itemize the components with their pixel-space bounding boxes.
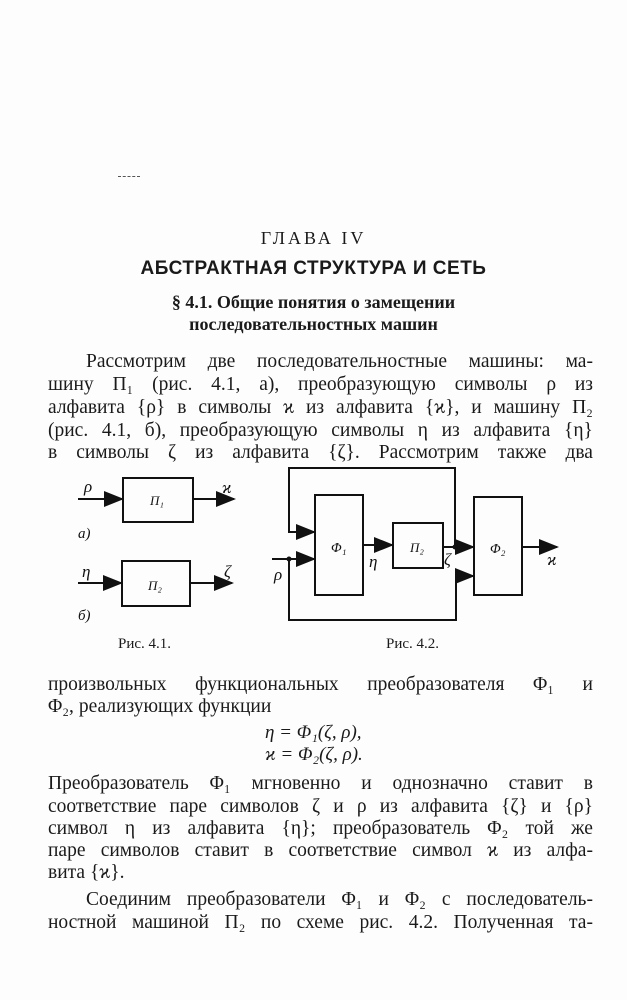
fig42-eta-label: η (369, 552, 377, 571)
text-line: вита {ϰ}. (48, 862, 125, 883)
fig42-input-rho: ρ (273, 565, 282, 584)
chapter-number: ГЛАВА IV (260, 228, 367, 248)
fig41-input-eta: η (82, 562, 90, 581)
fig41-output-kappa: ϰ (222, 478, 232, 497)
fig42-zeta-label: ζ (444, 550, 452, 569)
section-title-line: § 4.1. Общие понятия о замещении (171, 292, 456, 312)
text-line: Φ₂, реализующих функции (48, 696, 272, 717)
fig42-output-kappa: ϰ (547, 550, 557, 569)
chapter-title: АБСТРАКТНАЯ СТРУКТУРА И СЕТЬ (140, 258, 487, 279)
fig41-box-p2-label: П₂ (147, 578, 162, 593)
fig42-p2-label: П₂ (409, 540, 424, 555)
figure-4-2-caption: Рис. 4.2. (386, 636, 440, 652)
fig41-label-b: б) (78, 608, 91, 624)
fig42-phi2-label: Φ₂ (490, 542, 506, 557)
fig41-label-a: а) (78, 526, 91, 542)
figure-4-1-caption: Рис. 4.1. (118, 636, 172, 652)
formula-eta: η = Φ₁(ζ, ρ), (265, 722, 362, 743)
fig41-input-rho: ρ (83, 477, 92, 496)
fig41-output-zeta: ζ (224, 562, 232, 581)
fig42-phi1-label: Φ₁ (331, 541, 347, 556)
scan-artifact (118, 176, 140, 177)
formula-kappa: ϰ = Φ₂(ζ, ρ). (265, 744, 363, 765)
fig41-box-p1-label: П₁ (149, 493, 164, 508)
section-title-line: последовательностных машин (189, 314, 438, 334)
